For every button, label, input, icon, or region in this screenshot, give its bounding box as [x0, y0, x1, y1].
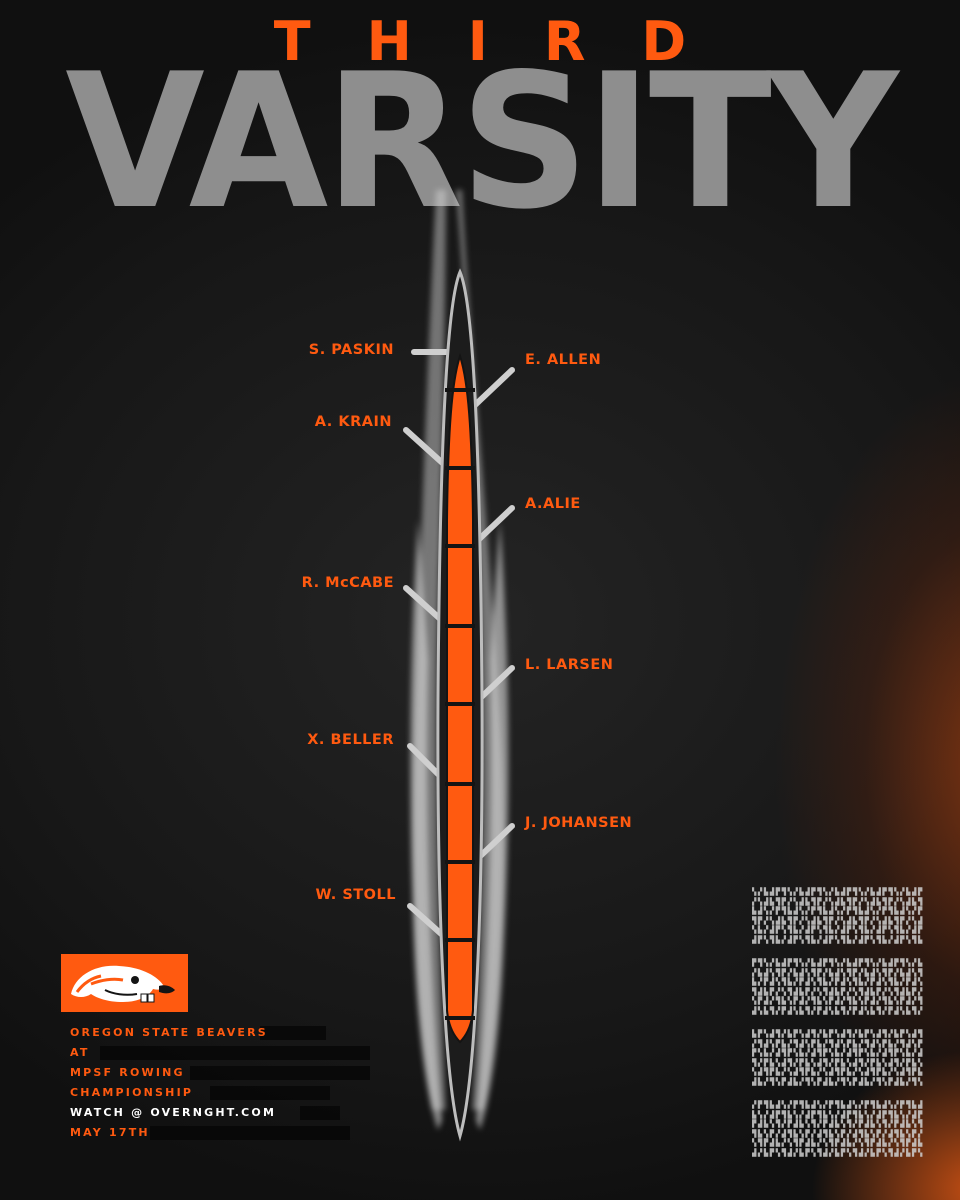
title-third: THIRD	[273, 10, 743, 73]
info-watch[interactable]: WATCH @ OVERNGHT.COM	[70, 1103, 340, 1123]
decorative-paragraph: ▛▜▚▞▙▟▛▜▚▞▙▟▛▜▚▞▙▟▛▜▚▞▙▟▛▜▚▞▙ ▞▙▟▚▜▛▞▙▟▚…	[752, 958, 924, 1015]
title-varsity: VARSITY	[65, 33, 898, 250]
wake-spray	[410, 190, 509, 1130]
crew-left-4: W. STOLL	[315, 887, 396, 903]
beaver-icon	[71, 965, 175, 1003]
info-line-4: CHAMPIONSHIP	[70, 1083, 330, 1103]
crew-right-1: E. ALLEN	[525, 352, 602, 368]
info-line-2: AT	[70, 1043, 370, 1063]
decorative-paragraph: ▞▛▜▙▟▚▞▛▜▙▟▚▞▛▜▙▟▚▞▛▜▙▟▚▞▛▜▙▟ ▙▚▞▟▛▜▙▚▞▟…	[752, 1100, 924, 1157]
crew-right-3: L. LARSEN	[525, 657, 614, 673]
decorative-paragraph: ▚▞▙▟▛▜▚▞▙▟▛▜▚▞▙▟▛▜▚▞▙▟▛▜▚▞▙▟▛ ▞▚▟▙▜▛▞▚▟▙…	[752, 887, 924, 944]
crew-left-2: R. McCABE	[301, 575, 394, 591]
decorative-paragraph: ▙▛▚▟▜▞▙▛▚▟▜▞▙▛▚▟▜▞▙▛▚▟▜▞▙▛▚▟▜ ▞▜▟▚▛▙▞▜▟▚…	[752, 1029, 924, 1086]
crew-right-2: A.ALIE	[525, 496, 581, 512]
crew-left-1: A. KRAIN	[314, 414, 392, 430]
info-line-1: OREGON STATE BEAVERS	[70, 1023, 326, 1043]
boat-interior	[446, 352, 474, 1044]
crew-coxswain: S. PASKIN	[308, 342, 394, 358]
info-date: MAY 17TH	[70, 1123, 350, 1143]
seat-dividers	[445, 388, 475, 1020]
oar-right-1	[471, 367, 515, 409]
crew-right-4: J. JOHANSEN	[525, 815, 633, 831]
beaver-logo	[61, 954, 188, 1012]
event-info: OREGON STATE BEAVERS AT MPSF ROWING CHAM…	[70, 1023, 370, 1143]
crew-left-3: X. BELLER	[307, 732, 394, 748]
info-line-3: MPSF ROWING	[70, 1063, 370, 1083]
decorative-text-block: ▚▞▙▟▛▜▚▞▙▟▛▜▚▞▙▟▛▜▚▞▙▟▛▜▚▞▙▟▛ ▞▚▟▙▜▛▞▚▟▙…	[752, 887, 960, 1171]
